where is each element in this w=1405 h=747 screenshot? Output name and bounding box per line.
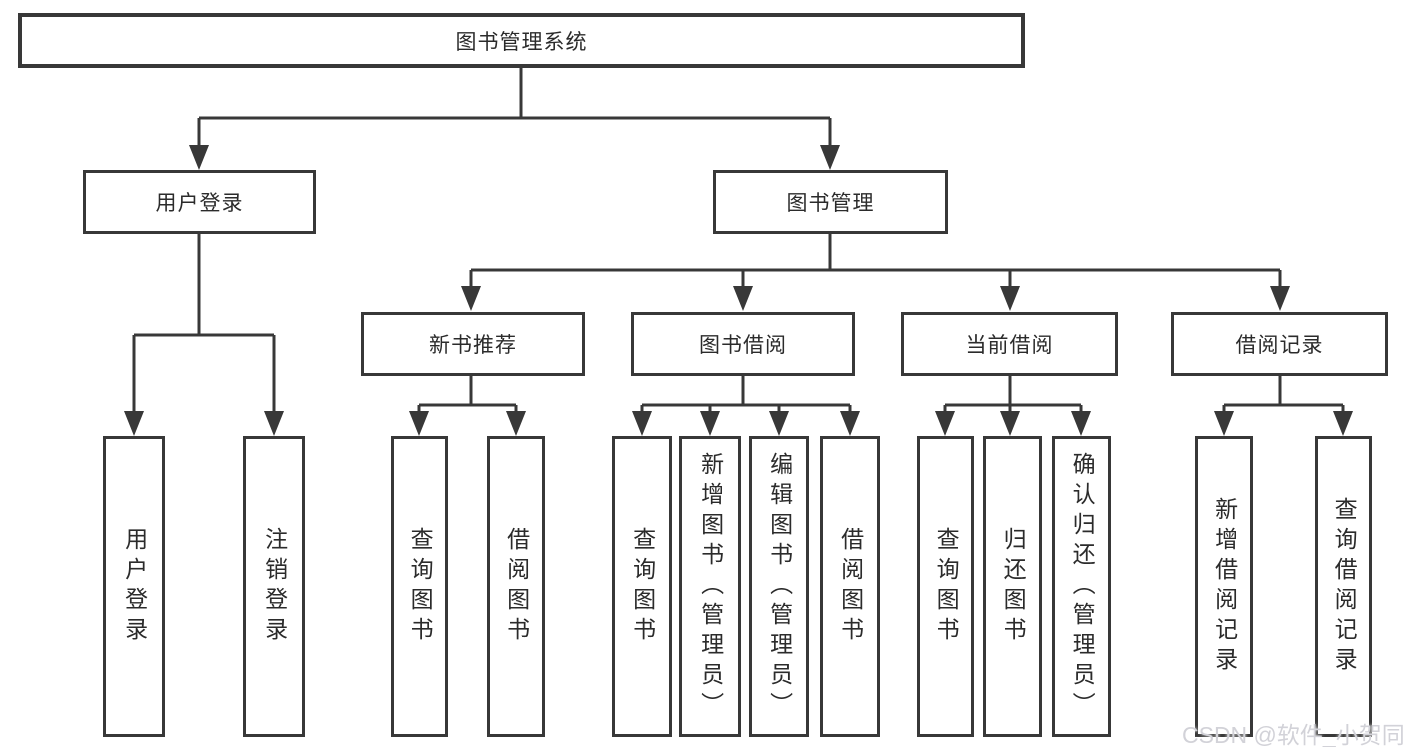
node-leaf-borrow-books-1: 借阅图书 xyxy=(487,436,545,737)
node-leaf-borrow-books-2: 借阅图书 xyxy=(820,436,880,737)
node-leaf-edit-books-admin: 编辑图书（管理员） xyxy=(749,436,809,737)
node-leaf-logout: 注销登录 xyxy=(243,436,305,737)
node-leaf-query-borrow-record: 查询借阅记录 xyxy=(1315,436,1372,737)
node-leaf-query-books-2: 查询图书 xyxy=(612,436,672,737)
node-borrow-records: 借阅记录 xyxy=(1171,312,1388,376)
arrowheads xyxy=(124,145,1353,436)
node-leaf-user-login: 用户登录 xyxy=(103,436,165,737)
node-new-book-recommend: 新书推荐 xyxy=(361,312,585,376)
node-leaf-add-borrow-record: 新增借阅记录 xyxy=(1195,436,1253,737)
csdn-watermark: CSDN @软件_小贺同学 xyxy=(1182,722,1405,747)
node-current-borrow: 当前借阅 xyxy=(901,312,1118,376)
node-leaf-add-books-admin: 新增图书（管理员） xyxy=(679,436,741,737)
node-leaf-confirm-return-admin: 确认归还（管理员） xyxy=(1052,436,1111,737)
node-leaf-query-books-1: 查询图书 xyxy=(391,436,448,737)
node-user-login: 用户登录 xyxy=(83,170,316,234)
node-leaf-return-books: 归还图书 xyxy=(983,436,1042,737)
node-book-borrow: 图书借阅 xyxy=(631,312,855,376)
node-root: 图书管理系统 xyxy=(18,13,1025,68)
node-book-management: 图书管理 xyxy=(713,170,948,234)
node-leaf-query-books-3: 查询图书 xyxy=(917,436,974,737)
